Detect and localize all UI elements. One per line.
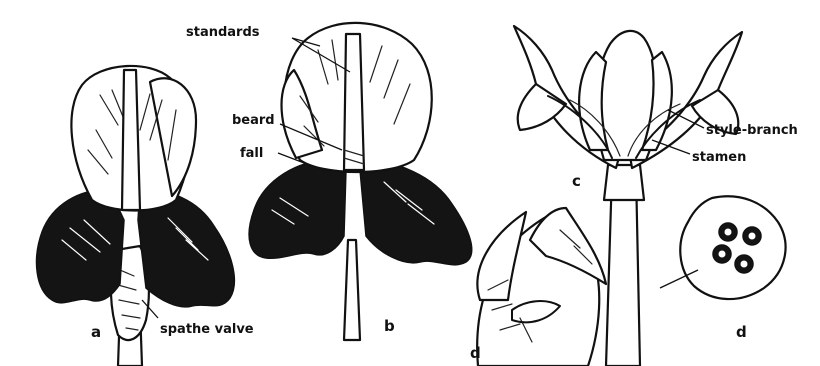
letter-c: c [572, 172, 581, 190]
label-stamen: stamen [692, 150, 746, 165]
iris-flower-a [37, 66, 235, 366]
label-style-branch: style-branch [706, 123, 798, 138]
iris-bud-d [477, 208, 606, 366]
letter-d-left: d [470, 344, 481, 362]
ovary-outline [680, 196, 785, 299]
ovary-cross-section-d [660, 196, 786, 299]
letter-d-right: d [736, 323, 747, 341]
label-beard: beard [232, 113, 275, 128]
label-standards: standards [186, 25, 260, 40]
label-spathe-valve: spathe valve [160, 322, 254, 337]
label-fall: fall [240, 146, 263, 161]
letter-a: a [91, 323, 101, 341]
iris-flower-b [249, 23, 472, 340]
fall-b-right [360, 160, 472, 265]
letter-b: b [384, 317, 395, 335]
